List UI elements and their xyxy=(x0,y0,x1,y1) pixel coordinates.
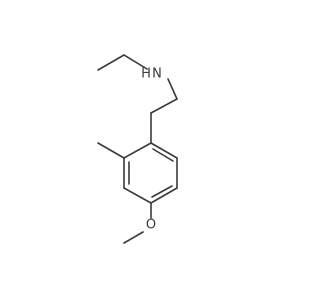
bond-n-ch2 xyxy=(167,78,178,100)
bond-ring-double-2 xyxy=(151,185,173,198)
structure-canvas: N H O xyxy=(97,54,178,244)
bond-ring-c1-c2 xyxy=(150,142,178,159)
atom-oxygen-label: O xyxy=(146,218,156,233)
bond-ch2-ch2 xyxy=(150,98,178,114)
bond-ring-methyl xyxy=(97,142,125,159)
bond-ethyl-ch2-n xyxy=(123,54,148,70)
molecule-structure: N H O xyxy=(97,54,178,244)
bond-ring-c6-c1 xyxy=(123,142,152,159)
atom-nitrogen-label: N xyxy=(152,67,162,82)
bond-ring-c3-c4 xyxy=(150,187,178,204)
bond-o-ch3 xyxy=(123,231,144,244)
bond-ring-double-1 xyxy=(152,148,174,162)
bond-ring-c4-c5 xyxy=(123,187,152,204)
atom-hydrogen-label: H xyxy=(141,67,151,82)
bond-ethyl-ch3-ch2 xyxy=(97,54,125,71)
